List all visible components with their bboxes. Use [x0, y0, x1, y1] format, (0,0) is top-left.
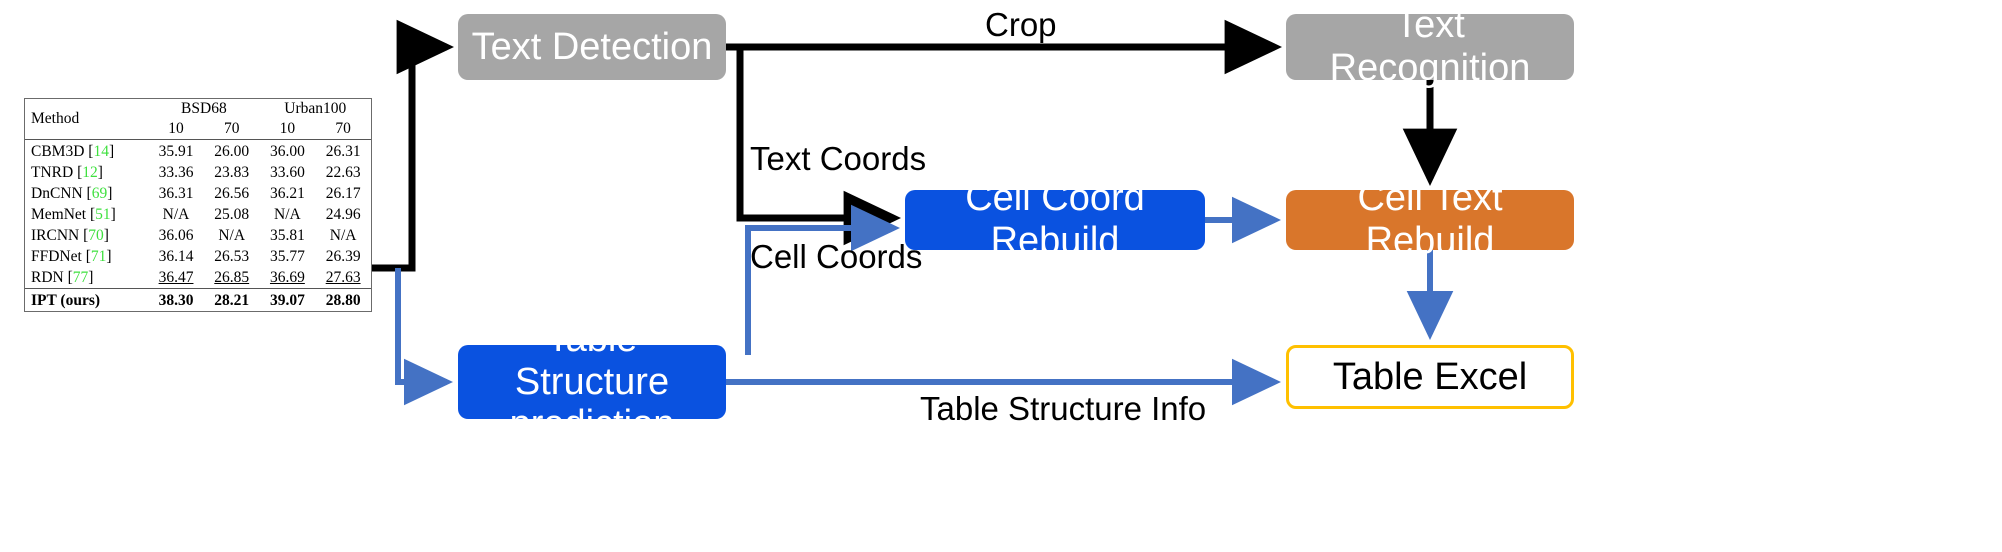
method-name: DnCNN [31, 184, 83, 202]
table-row: RDN [77] 36.47 26.85 36.69 27.63 [25, 267, 371, 289]
edge-table-to-structure [395, 268, 454, 406]
cell-method: MemNet [51] [31, 205, 116, 223]
edge-label-cell-coords: Cell Coords [750, 238, 923, 275]
cell-value: 33.60 [269, 163, 305, 181]
cell-value: 26.31 [315, 139, 371, 162]
cell-value: 26.17 [325, 184, 361, 202]
cell-value: 39.07 [259, 288, 316, 311]
edge-detection-to-cellcoord [736, 47, 902, 246]
citation-ref: 77 [72, 268, 89, 286]
cell-value: 22.63 [325, 163, 361, 181]
node-table-excel-label: Table Excel [1332, 355, 1528, 398]
method-name: TNRD [31, 163, 74, 181]
cell-value: 38.30 [148, 288, 204, 311]
cell-method: FFDNet [71] [31, 247, 112, 265]
cell-value: 36.47 [158, 268, 194, 286]
cell-method: IPT (ours) [25, 288, 149, 311]
cell-value: 26.39 [325, 247, 361, 265]
node-text-recognition-label: Text Recognition [1329, 4, 1531, 89]
header-method: Method [31, 110, 80, 127]
table-row: MemNet [51] N/A 25.08 N/A 24.96 [25, 204, 371, 225]
subheader-urban100-70: 70 [335, 120, 351, 137]
node-table-structure-prediction-label: Table Structure prediction [458, 318, 726, 446]
header-urban100: Urban100 [284, 100, 347, 117]
cell-value: 36.00 [259, 139, 316, 162]
cell-method: RDN [77] [31, 268, 94, 286]
table-row: DnCNN [69] 36.31 26.56 36.21 26.17 [25, 183, 371, 204]
cell-value: 36.31 [158, 184, 194, 202]
node-text-recognition[interactable]: Text Recognition [1286, 4, 1574, 89]
cell-value: 36.69 [269, 268, 305, 286]
cell-value: N/A [329, 226, 357, 244]
method-name: RDN [31, 268, 64, 286]
node-cell-text-rebuild-label: Cell Text Rebuild [1357, 177, 1503, 262]
cell-value: 28.21 [203, 288, 260, 311]
citation-ref: 14 [93, 142, 109, 160]
cell-method: TNRD [12] [31, 163, 103, 181]
cell-value: 23.83 [214, 163, 250, 181]
node-cell-text-rebuild[interactable]: Cell Text Rebuild [1286, 177, 1574, 262]
method-name: CBM3D [31, 142, 85, 160]
cell-value: 35.91 [148, 139, 204, 162]
cell-value: 36.14 [158, 247, 194, 265]
cell-value: N/A [162, 205, 190, 223]
citation-ref: 12 [82, 163, 98, 181]
cell-value: 36.06 [158, 226, 194, 244]
node-table-structure-line2: prediction [509, 403, 675, 446]
node-cell-coord-rebuild[interactable]: Cell Coord Rebuild [905, 177, 1205, 262]
table-sub-header-row: 10 70 10 70 [25, 119, 371, 140]
method-name: MemNet [31, 205, 87, 223]
table-row: FFDNet [71] 36.14 26.53 35.77 26.39 [25, 246, 371, 267]
cell-value: 35.81 [269, 226, 305, 244]
cell-value: 24.96 [325, 205, 361, 223]
cell-method: DnCNN [69] [31, 184, 113, 202]
subheader-bsd68-10: 10 [168, 120, 184, 137]
cell-method: CBM3D [14] [25, 139, 149, 162]
table-row: TNRD [12] 33.36 23.83 33.60 22.63 [25, 162, 371, 183]
method-name: FFDNet [31, 247, 82, 265]
cell-value: 26.56 [214, 184, 250, 202]
node-cell-coord-rebuild-label: Cell Coord Rebuild [965, 177, 1145, 262]
table-row: IRCNN [70] 36.06 N/A 35.81 N/A [25, 225, 371, 246]
edge-label-table-structure-info: Table Structure Info [920, 390, 1207, 427]
node-table-excel[interactable]: Table Excel [1286, 345, 1574, 409]
method-name: IRCNN [31, 226, 80, 244]
results-table: Method BSD68 Urban100 10 70 10 70 CBM3D … [25, 99, 371, 311]
table-group-header-row: Method BSD68 Urban100 [25, 99, 371, 127]
edge-label-text-coords: Text Coords [750, 140, 927, 177]
cell-value: 27.63 [325, 268, 361, 286]
cell-value: 26.00 [203, 139, 260, 162]
node-text-detection-label: Text Detection [471, 25, 713, 68]
cell-value: 26.85 [214, 268, 250, 286]
table-head: Method BSD68 Urban100 10 70 10 70 [25, 99, 371, 140]
cell-value: 36.21 [269, 184, 305, 202]
cell-value: 28.80 [315, 288, 371, 311]
input-table-image: Method BSD68 Urban100 10 70 10 70 CBM3D … [24, 98, 372, 312]
citation-ref: 69 [91, 184, 108, 202]
citation-ref: 71 [90, 247, 107, 265]
edge-label-crop: Crop [985, 6, 1057, 43]
cell-value: 26.53 [214, 247, 250, 265]
cell-value: 35.77 [269, 247, 305, 265]
edge-table-to-detection [372, 19, 455, 272]
header-bsd68: BSD68 [181, 100, 227, 117]
cell-value: N/A [274, 205, 301, 223]
node-table-structure-prediction[interactable]: Table Structure prediction [458, 318, 726, 445]
cell-method: IRCNN [70] [31, 226, 109, 244]
node-text-detection[interactable]: Text Detection [458, 14, 726, 80]
subheader-urban100-10: 10 [279, 120, 296, 137]
cell-value: 33.36 [158, 163, 194, 181]
citation-ref: 51 [95, 205, 111, 223]
cell-value: 25.08 [214, 205, 250, 223]
node-table-structure-line1: Table Structure [514, 318, 670, 403]
subheader-bsd68-70: 70 [223, 120, 240, 137]
citation-ref: 70 [88, 226, 104, 244]
cell-value: N/A [218, 226, 246, 244]
method-name: IPT (ours) [31, 291, 101, 309]
